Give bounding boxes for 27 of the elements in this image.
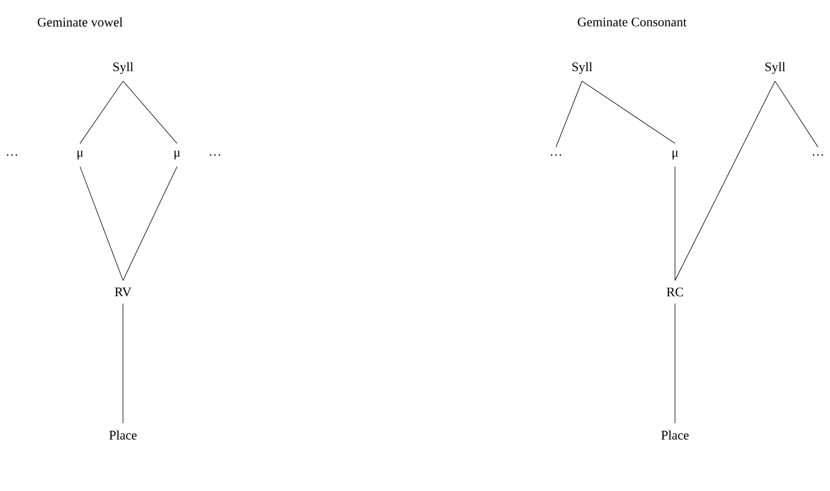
tree-node-label: Syll	[572, 62, 592, 74]
tree-node-label: …	[550, 154, 562, 156]
tree-branch	[80, 80, 124, 144]
tree-node-label: …	[812, 154, 824, 156]
tree-branch	[80, 166, 124, 281]
tree-branch	[122, 80, 178, 144]
tree-node-label: μ	[78, 150, 83, 160]
tree-node-label: μ	[174, 150, 180, 160]
tree-node-label: …	[6, 154, 18, 156]
tree-branch	[122, 166, 178, 281]
tree-node-label: Syll	[765, 62, 786, 74]
tree-node-label: μ	[672, 150, 678, 160]
tree-branch	[674, 166, 676, 281]
heading: Geminate vowel	[38, 17, 123, 27]
tree-branch	[122, 303, 124, 424]
heading: Geminate Consonant	[578, 18, 687, 26]
tree-branch	[556, 80, 582, 148]
tree-node-label: RV	[114, 288, 132, 296]
tree-node-label: RC	[666, 288, 683, 296]
tree-node-label: Place	[661, 430, 689, 440]
tree-node-label: Syll	[113, 62, 134, 74]
tree-node-label: Place	[109, 430, 137, 440]
tree-branch	[774, 80, 818, 148]
tree-node-label: …	[210, 154, 220, 156]
tree-branch	[674, 303, 676, 424]
tree-branch	[582, 80, 676, 144]
tree-branch	[674, 80, 776, 281]
